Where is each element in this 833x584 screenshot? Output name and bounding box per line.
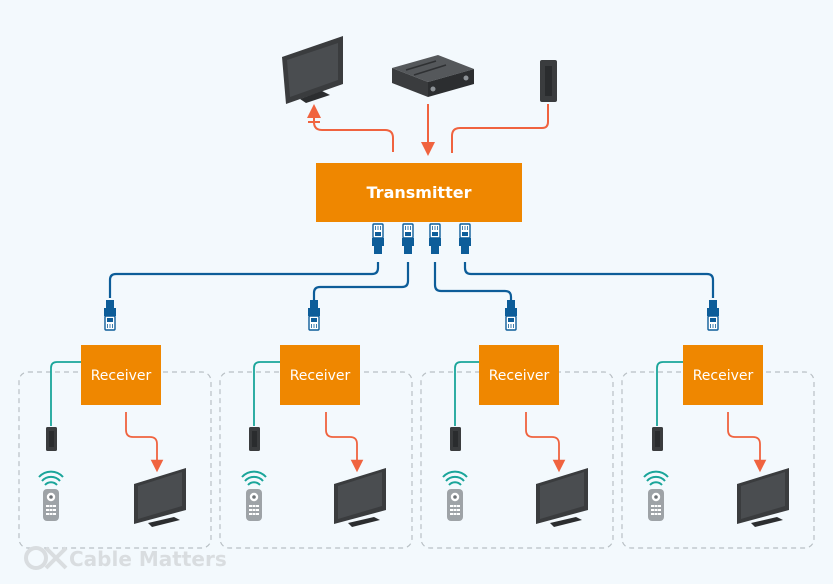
remote-control-icon [442,470,468,522]
cable-matters-logo: Cable Matters [24,546,227,571]
receiver-box [280,345,360,405]
receiver-label: Receiver [489,368,550,384]
transmitter-ports [371,223,472,255]
logo-text: Cable Matters [69,547,227,571]
source-tv-icon [282,36,343,104]
receiver-label: Receiver [290,368,351,384]
media-player-icon [392,55,474,97]
transmitter-label: Transmitter [367,183,472,202]
display-tv-icon [737,468,789,527]
receiver-box [479,345,559,405]
ir-receiver-icon [46,427,57,451]
remote-control-icon [643,470,669,522]
receiver-zone: Receiver [621,345,815,549]
receiver-zone: Receiver [420,345,614,549]
remote-control-icon [241,470,267,522]
receiver-zone: Receiver [219,345,413,549]
receiver-zone: Receiver [18,345,212,549]
display-tv-icon [134,468,186,527]
ir-extender-icon [540,60,557,102]
receiver-box [81,345,161,405]
remote-control-icon [38,470,64,522]
network-cables [108,262,715,300]
source-signal-arrows [307,104,549,156]
display-tv-icon [334,468,386,527]
receiver-label: Receiver [693,368,754,384]
receiver-label: Receiver [91,368,152,384]
ir-receiver-icon [450,427,461,451]
receiver-ports [103,299,720,331]
ir-receiver-icon [652,427,663,451]
ir-receiver-icon [249,427,260,451]
transmitter-box: Transmitter [316,163,522,222]
receiver-box [683,345,763,405]
display-tv-icon [536,468,588,527]
